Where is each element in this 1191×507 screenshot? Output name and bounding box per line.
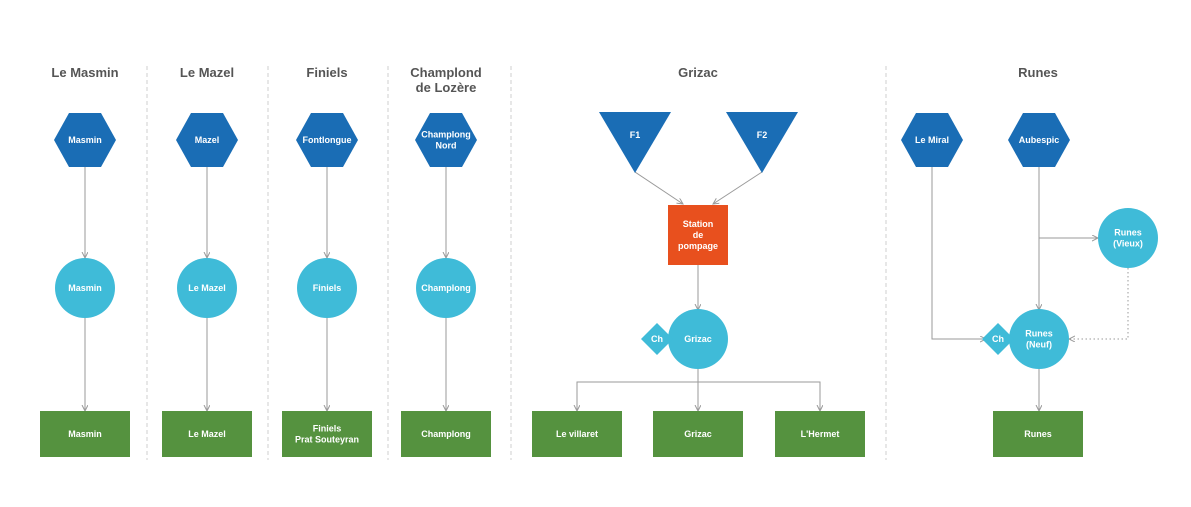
node-label: Masmin — [68, 135, 102, 145]
node-label: Mazel — [195, 135, 220, 145]
node-src-f2: F2 — [726, 112, 798, 173]
rect-shape — [993, 411, 1083, 457]
node-label: Le Miral — [915, 135, 949, 145]
node-label: Fontlongue — [303, 135, 352, 145]
node-label: F2 — [757, 130, 768, 140]
node-label: Runes(Vieux) — [1113, 228, 1143, 249]
circle-shape — [416, 258, 476, 318]
node-label: Masmin — [68, 283, 102, 293]
node-label: Grizac — [684, 429, 712, 439]
node-dst-runes: Runes — [993, 411, 1083, 457]
node-label: Runes — [1024, 429, 1052, 439]
node-dst-hermet: L'Hermet — [775, 411, 865, 457]
triangle-shape — [726, 112, 798, 173]
node-label: Masmin — [68, 429, 102, 439]
node-src-fontlongue: Fontlongue — [296, 113, 358, 167]
node-label: Champlong — [421, 283, 471, 293]
triangle-shape — [599, 112, 671, 173]
edge-src-f1-to-pump-grizac — [634, 171, 683, 204]
column-title-mazel: Le Mazel — [180, 65, 234, 80]
edge-trt-runes-vieux-to-trt-runes-neuf — [1069, 268, 1129, 339]
circle-shape — [1098, 208, 1158, 268]
node-trt-runes-neuf: Runes(Neuf) — [1009, 309, 1069, 369]
circle-shape — [55, 258, 115, 318]
node-label: Finiels — [313, 283, 342, 293]
node-label: Ch — [992, 334, 1004, 344]
node-label: L'Hermet — [801, 429, 840, 439]
node-label: Aubespic — [1019, 135, 1060, 145]
node-label: Le villaret — [556, 429, 598, 439]
node-label: Le Mazel — [188, 283, 226, 293]
node-label: Runes(Neuf) — [1025, 329, 1053, 350]
connections — [85, 166, 1129, 411]
node-label: Grizac — [684, 334, 712, 344]
column-title-runes: Runes — [1018, 65, 1058, 80]
node-ch-runes: Ch — [982, 323, 1014, 355]
diamond-shape — [641, 323, 673, 355]
edge-src-aubespic-to-trt-runes-vieux — [1038, 166, 1098, 238]
node-label: Ch — [651, 334, 663, 344]
node-dst-grizac: Grizac — [653, 411, 743, 457]
circle-shape — [177, 258, 237, 318]
node-dst-mazel: Le Mazel — [162, 411, 252, 457]
column-title-masmin: Le Masmin — [51, 65, 118, 80]
node-trt-champlong: Champlong — [416, 258, 476, 318]
node-label: Champlong — [421, 429, 471, 439]
hexagon-shape — [901, 113, 963, 167]
diamond-shape — [982, 323, 1014, 355]
node-dst-villaret: Le villaret — [532, 411, 622, 457]
rect-shape — [401, 411, 491, 457]
circle-shape — [297, 258, 357, 318]
node-dst-masmin: Masmin — [40, 411, 130, 457]
edge-trt-grizac-to-dst-villaret — [577, 368, 699, 411]
edge-trt-grizac-to-dst-hermet — [697, 368, 820, 411]
node-src-miral: Le Miral — [901, 113, 963, 167]
node-trt-mazel: Le Mazel — [177, 258, 237, 318]
node-src-mazel: Mazel — [176, 113, 238, 167]
rect-shape — [532, 411, 622, 457]
rect-shape — [40, 411, 130, 457]
edge-src-miral-to-ch-runes — [931, 166, 986, 339]
node-trt-finiels: Finiels — [297, 258, 357, 318]
node-src-f1: F1 — [599, 112, 671, 173]
column-title-grizac: Grizac — [678, 65, 718, 80]
rect-shape — [775, 411, 865, 457]
column-separators — [146, 66, 887, 460]
rect-shape — [653, 411, 743, 457]
edge-src-f2-to-pump-grizac — [713, 171, 763, 204]
rect-shape — [282, 411, 372, 457]
node-label: F1 — [630, 130, 641, 140]
rect-shape — [162, 411, 252, 457]
hexagon-shape — [296, 113, 358, 167]
node-ch-grizac: Ch — [641, 323, 673, 355]
circle-shape — [668, 309, 728, 369]
hexagon-shape — [415, 113, 477, 167]
circle-shape — [1009, 309, 1069, 369]
node-dst-champlong: Champlong — [401, 411, 491, 457]
hexagon-shape — [1008, 113, 1070, 167]
node-trt-grizac: Grizac — [668, 309, 728, 369]
hexagon-shape — [54, 113, 116, 167]
square-shape — [668, 205, 728, 265]
node-src-masmin: Masmin — [54, 113, 116, 167]
node-trt-masmin: Masmin — [55, 258, 115, 318]
node-trt-runes-vieux: Runes(Vieux) — [1098, 208, 1158, 268]
hexagon-shape — [176, 113, 238, 167]
node-label: Le Mazel — [188, 429, 226, 439]
node-src-aubespic: Aubespic — [1008, 113, 1070, 167]
column-title-finiels: Finiels — [306, 65, 347, 80]
